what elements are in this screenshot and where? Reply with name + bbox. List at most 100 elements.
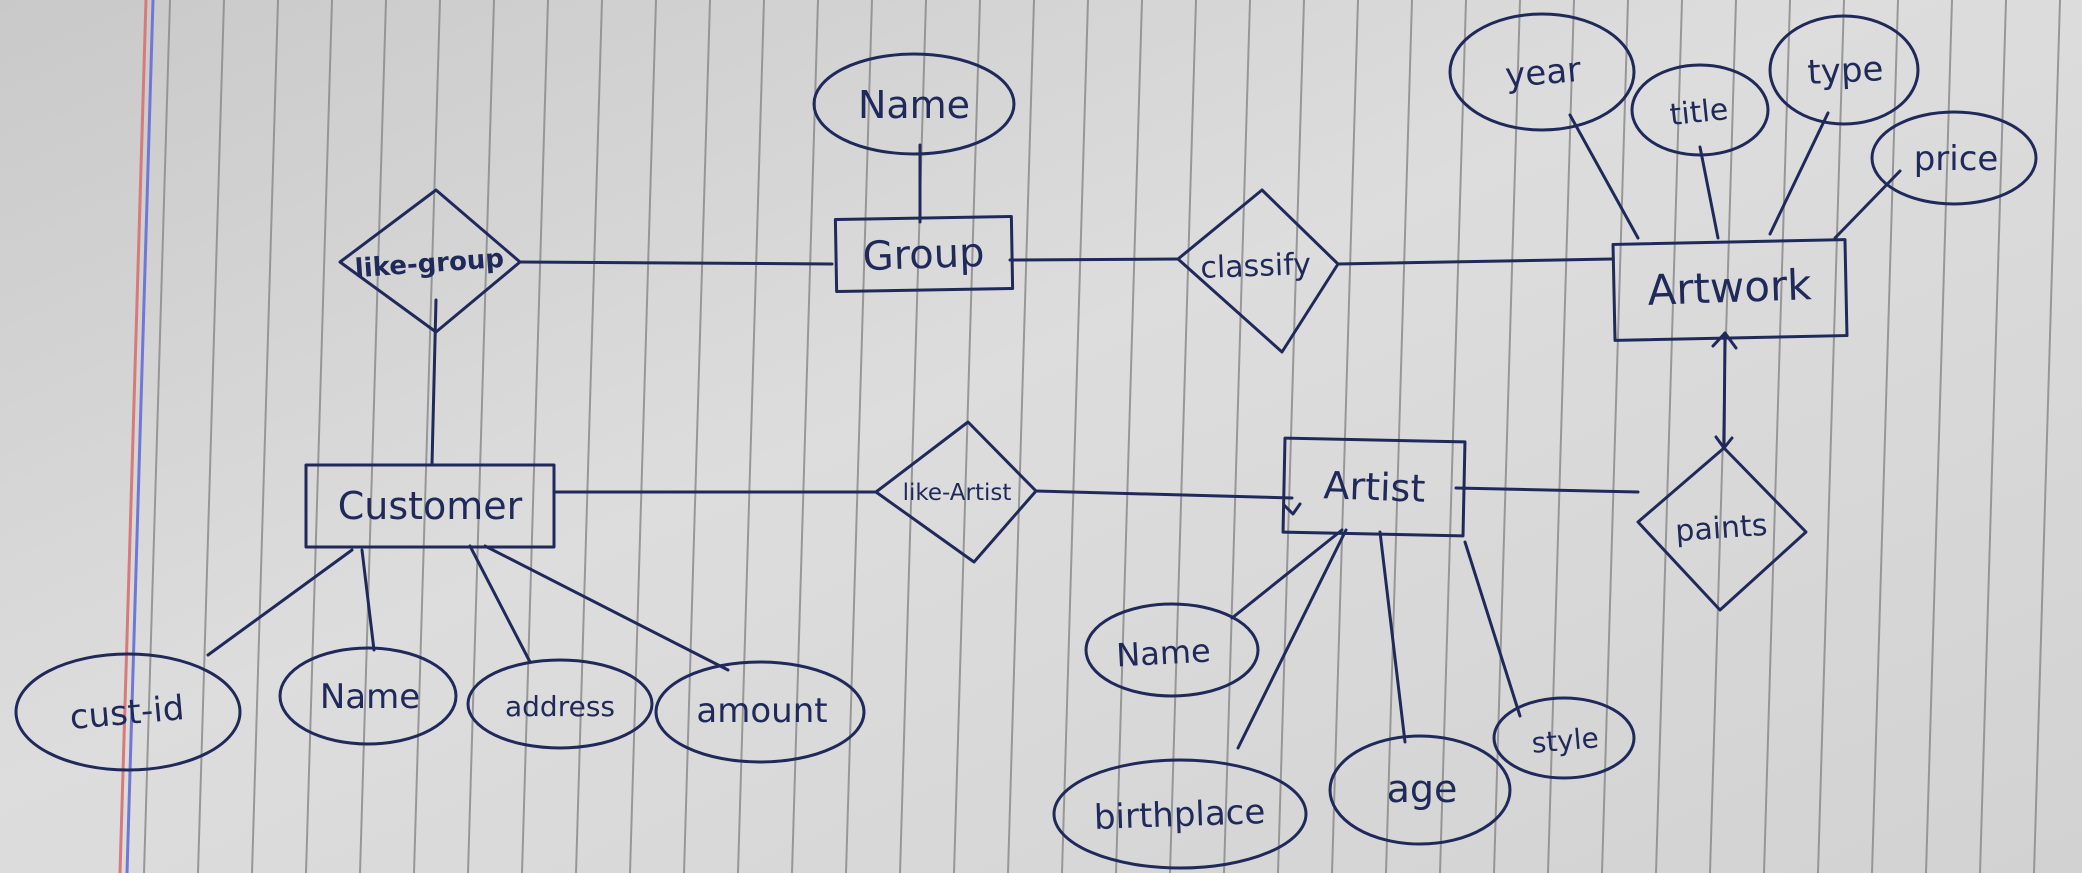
paper-rule-line (1979, 0, 2007, 873)
relationship-paints (1636, 446, 1808, 612)
attribute-customer-address (466, 658, 654, 750)
connector-artwork-paints (1722, 331, 1727, 450)
label-entity-artwork: Artwork (1647, 260, 1813, 315)
paper-rule-line (1925, 0, 1953, 873)
entity-customer (304, 463, 556, 549)
label-entity-customer: Customer (338, 484, 523, 528)
label-attribute-artwork-title: title (1668, 92, 1730, 133)
paper-rule-line (1655, 0, 1683, 873)
shapes (14, 12, 2038, 870)
attribute-artist-style (1492, 696, 1636, 780)
paper-rule-line (1331, 0, 1359, 873)
paper-rule-line (2033, 0, 2061, 873)
connector-likegroup-customer (430, 298, 438, 466)
paper-rule-line (413, 0, 441, 873)
attribute-customer-id (14, 652, 242, 772)
paper-rule-line (1385, 0, 1413, 873)
attribute-artwork-year (1448, 12, 1636, 132)
label-attribute-artwork-type: type (1806, 49, 1884, 93)
label-attribute-artwork-price: price (1914, 139, 1999, 179)
connector-artwork-year (1568, 113, 1640, 240)
paper-rule-line (521, 0, 549, 873)
paper-rule-line (1763, 0, 1791, 873)
attribute-artwork-type (1768, 14, 1920, 126)
connector-artist-name (1230, 528, 1344, 620)
connector-artwork-type (1768, 111, 1830, 236)
paper-rules (143, 0, 2061, 873)
label-attribute-group-name: Name (858, 83, 970, 127)
connector-artist-age (1378, 530, 1407, 744)
label-attribute-customer-amount: amount (696, 691, 827, 731)
paper-rule-line (1007, 0, 1035, 873)
label-attribute-customer-id: cust-id (68, 688, 186, 738)
connector-artist-style (1463, 540, 1522, 718)
margin-line-red (118, 0, 148, 873)
paper-rule-line (1439, 0, 1467, 873)
attribute-customer-amount (654, 660, 866, 764)
attribute-artist-name (1084, 602, 1260, 698)
paper-rule-line (737, 0, 765, 873)
paper-rule-line (251, 0, 279, 873)
label-relationship-like-artist: like-Artist (903, 480, 1012, 506)
paper-rule-line (1061, 0, 1089, 873)
label-attribute-artist-age: age (1387, 767, 1458, 811)
connector-group-classify (1008, 257, 1180, 262)
label-entity-artist: Artist (1323, 463, 1426, 511)
paper-rule-line (1871, 0, 1899, 873)
attribute-artwork-price (1870, 110, 2038, 206)
connector-artwork-price (1833, 169, 1902, 240)
relationship-classify (1176, 188, 1340, 354)
label-relationship-paints: paints (1674, 508, 1768, 549)
paper-rule-line (467, 0, 495, 873)
connector-customer-name (360, 548, 376, 652)
attribute-artwork-title (1630, 63, 1770, 157)
paper-rule-line (575, 0, 603, 873)
attribute-customer-name (278, 646, 458, 746)
connector-likeartist-artist (1034, 489, 1294, 500)
attribute-group-name (812, 52, 1016, 156)
label-relationship-classify: classify (1200, 247, 1312, 286)
paper-rule-line (1817, 0, 1845, 873)
margin-line-blue (125, 0, 155, 873)
paper-rule-line (899, 0, 927, 873)
connector-lines (206, 111, 1902, 750)
connector-classify-artwork (1336, 257, 1614, 266)
paper-rule-line (683, 0, 711, 873)
label-attribute-customer-name: Name (320, 677, 420, 717)
paper-rule-line (1115, 0, 1143, 873)
label-attribute-artist-birthplace: birthplace (1093, 792, 1266, 838)
attribute-artist-age (1328, 734, 1512, 846)
arrowhead-artwork (1711, 331, 1738, 350)
paper-rule-line (1277, 0, 1305, 873)
connector-artist-paints (1454, 486, 1640, 494)
paper-rule-line (1223, 0, 1251, 873)
paper-rule-line (953, 0, 981, 873)
paper-rule-line (305, 0, 333, 873)
label-attribute-artwork-year: year (1504, 50, 1583, 96)
entity-artist (1281, 436, 1467, 538)
paper-rule-line (143, 0, 171, 873)
label-entity-group: Group (862, 230, 985, 280)
relationship-like-group (338, 188, 522, 334)
paper-rule-line (1169, 0, 1197, 873)
entity-group (833, 214, 1015, 294)
label-attribute-artist-name: Name (1115, 632, 1211, 675)
connector-artist-birthplace (1236, 528, 1348, 750)
label-attribute-artist-style: style (1530, 721, 1600, 760)
paper-rule-line (845, 0, 873, 873)
connector-customer-address (468, 544, 532, 664)
attribute-artist-birthplace (1052, 758, 1308, 870)
connector-customer-id (206, 548, 354, 657)
paper-rule-line (791, 0, 819, 873)
connector-artwork-title (1698, 145, 1720, 240)
relationship-like-artist (874, 420, 1038, 564)
paper-rule-line (629, 0, 657, 873)
paper-rule-line (359, 0, 387, 873)
connector-likegroup-group (518, 260, 834, 266)
entity-artwork (1611, 238, 1849, 342)
connector-customer-amount (483, 544, 730, 672)
paper-rule-line (1547, 0, 1575, 873)
